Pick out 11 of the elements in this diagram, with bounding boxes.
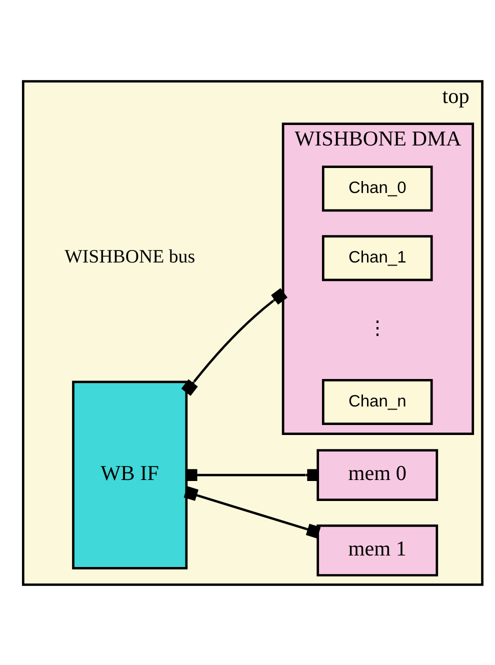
label: ⋮ [367,318,386,340]
node-box: Chan_0 [321,165,432,212]
node-box: mem 1 [316,524,438,576]
connector [180,288,288,396]
label: WISHBONE bus [64,246,195,268]
node-box: Chan_n [321,378,432,424]
node-box: WB IF [72,380,188,569]
connector [184,468,318,480]
connector [183,486,320,538]
node-box: mem 0 [316,448,438,500]
node-box: Chan_1 [321,234,432,281]
